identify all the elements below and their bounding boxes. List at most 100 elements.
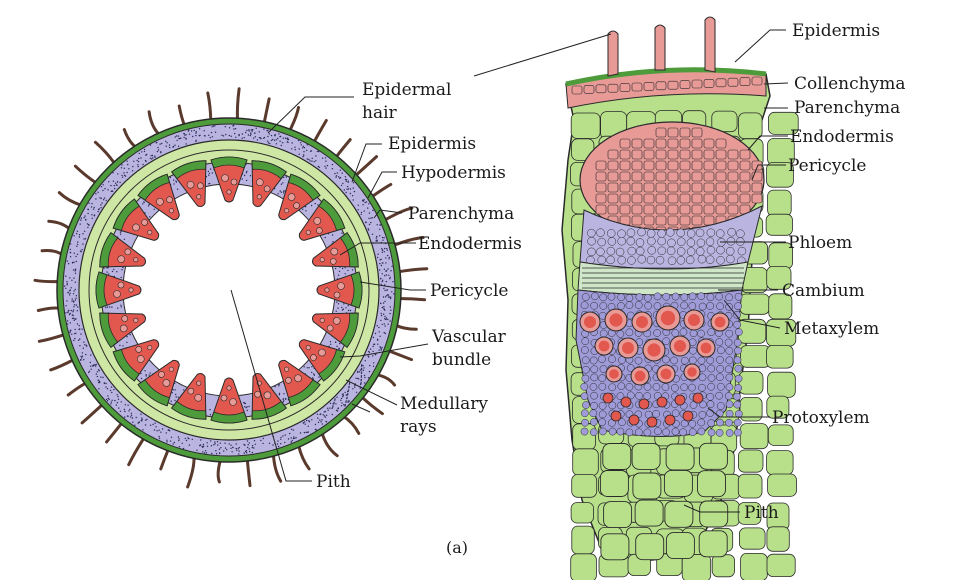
epidermal-hair (33, 278, 61, 284)
stipple-dot (124, 416, 126, 418)
stipple-dot (341, 306, 343, 309)
xylem-cell (716, 402, 725, 410)
stipple-dot (254, 136, 257, 138)
stipple-dot (71, 333, 73, 335)
epidermal-hair (245, 457, 252, 488)
metaxylem-lumen (660, 368, 672, 380)
phloem-strip (99, 312, 119, 348)
stipple-dot (120, 401, 122, 403)
xylem-cell (590, 365, 599, 374)
stipple-dot (343, 404, 345, 406)
stipple-dot (98, 381, 100, 384)
epidermal-hair (127, 435, 146, 467)
stipple-dot (230, 447, 232, 449)
pericycle-cell (703, 149, 715, 160)
stipple-dot (91, 214, 93, 216)
stipple-dot (218, 448, 221, 450)
stipple-dot (81, 355, 84, 357)
stipple-dot (105, 199, 107, 202)
phloem-cell (597, 237, 606, 247)
stipple-dot (153, 208, 155, 210)
xylem-cell (618, 418, 626, 427)
stipple-dot (376, 235, 378, 238)
xylem-cell (599, 329, 608, 338)
stipple-dot (123, 408, 126, 411)
metaxylem-lumen (687, 367, 697, 377)
pericycle-cell (643, 215, 655, 226)
stipple-dot (100, 204, 102, 206)
pericycle-cell (715, 160, 727, 171)
stipple-dot (173, 441, 176, 444)
stipple-dot (311, 371, 313, 374)
stipple-dot (367, 377, 370, 379)
stipple-dot (113, 268, 115, 271)
stipple-dot (243, 443, 245, 446)
stipple-dot (114, 399, 116, 402)
stipple-dot (214, 443, 216, 445)
stipple-dot (364, 360, 366, 362)
stipple-dot (80, 355, 82, 358)
stipple-dot (337, 274, 340, 276)
vessel (284, 366, 290, 372)
stipple-dot (347, 389, 350, 391)
stipple-dot (274, 385, 276, 388)
xylem-cell (689, 401, 698, 409)
stipple-dot (381, 273, 383, 275)
stipple-dot (72, 311, 74, 313)
stipple-dot (126, 336, 128, 338)
stipple-dot (381, 251, 383, 253)
epidermal-hair (393, 323, 418, 331)
stipple-dot (324, 410, 327, 413)
stipple-dot (331, 407, 333, 410)
stipple-dot (351, 195, 354, 197)
vessel (305, 229, 311, 235)
stipple-dot (247, 134, 250, 136)
epidermal-hair (159, 447, 170, 471)
stipple-dot (183, 389, 185, 391)
stipple-dot (381, 249, 384, 251)
stipple-dot (303, 147, 306, 149)
stipple-dot (177, 396, 179, 398)
xylem-cell (725, 373, 734, 382)
xylem-cell (634, 301, 643, 309)
xylem-cell (706, 293, 715, 301)
stipple-dot (260, 137, 262, 139)
xylem-cell (716, 382, 725, 391)
pericycle-cell (691, 215, 703, 226)
stipple-dot (97, 379, 99, 382)
pericycle-cell (619, 182, 631, 193)
pericycle-cell (691, 138, 703, 149)
vessel (135, 346, 142, 353)
protoxylem-vessel (638, 398, 650, 410)
parenchyma-cell (571, 473, 598, 498)
xylem-cell (582, 365, 590, 374)
stipple-dot (142, 163, 144, 166)
stipple-dot (241, 137, 243, 139)
stipple-dot (76, 243, 79, 246)
xylem-cell (635, 293, 644, 301)
stipple-dot (284, 434, 286, 436)
label-pith-right: Pith (744, 503, 779, 523)
pith-cell (631, 442, 661, 470)
stipple-dot (337, 407, 340, 409)
stipple-dot (88, 370, 91, 372)
stipple-dot (382, 262, 384, 264)
xylem-cell (580, 301, 589, 310)
stipple-dot (202, 445, 205, 447)
stipple-dot (291, 142, 293, 144)
stipple-dot (207, 170, 210, 173)
stipple-dot (280, 183, 283, 185)
stipple-dot (244, 402, 246, 405)
parenchyma-cell (766, 553, 796, 578)
stipple-dot (149, 157, 151, 159)
stipple-dot (93, 206, 95, 209)
stipple-dot (310, 204, 313, 207)
stipple-dot (327, 409, 329, 411)
stipple-dot (334, 399, 336, 401)
stipple-dot (203, 130, 205, 132)
label-endodermis-right: Endodermis (790, 127, 894, 147)
stipple-dot (119, 231, 122, 233)
stipple-dot (244, 406, 246, 408)
stipple-dot (131, 417, 134, 419)
stipple-dot (238, 450, 240, 452)
